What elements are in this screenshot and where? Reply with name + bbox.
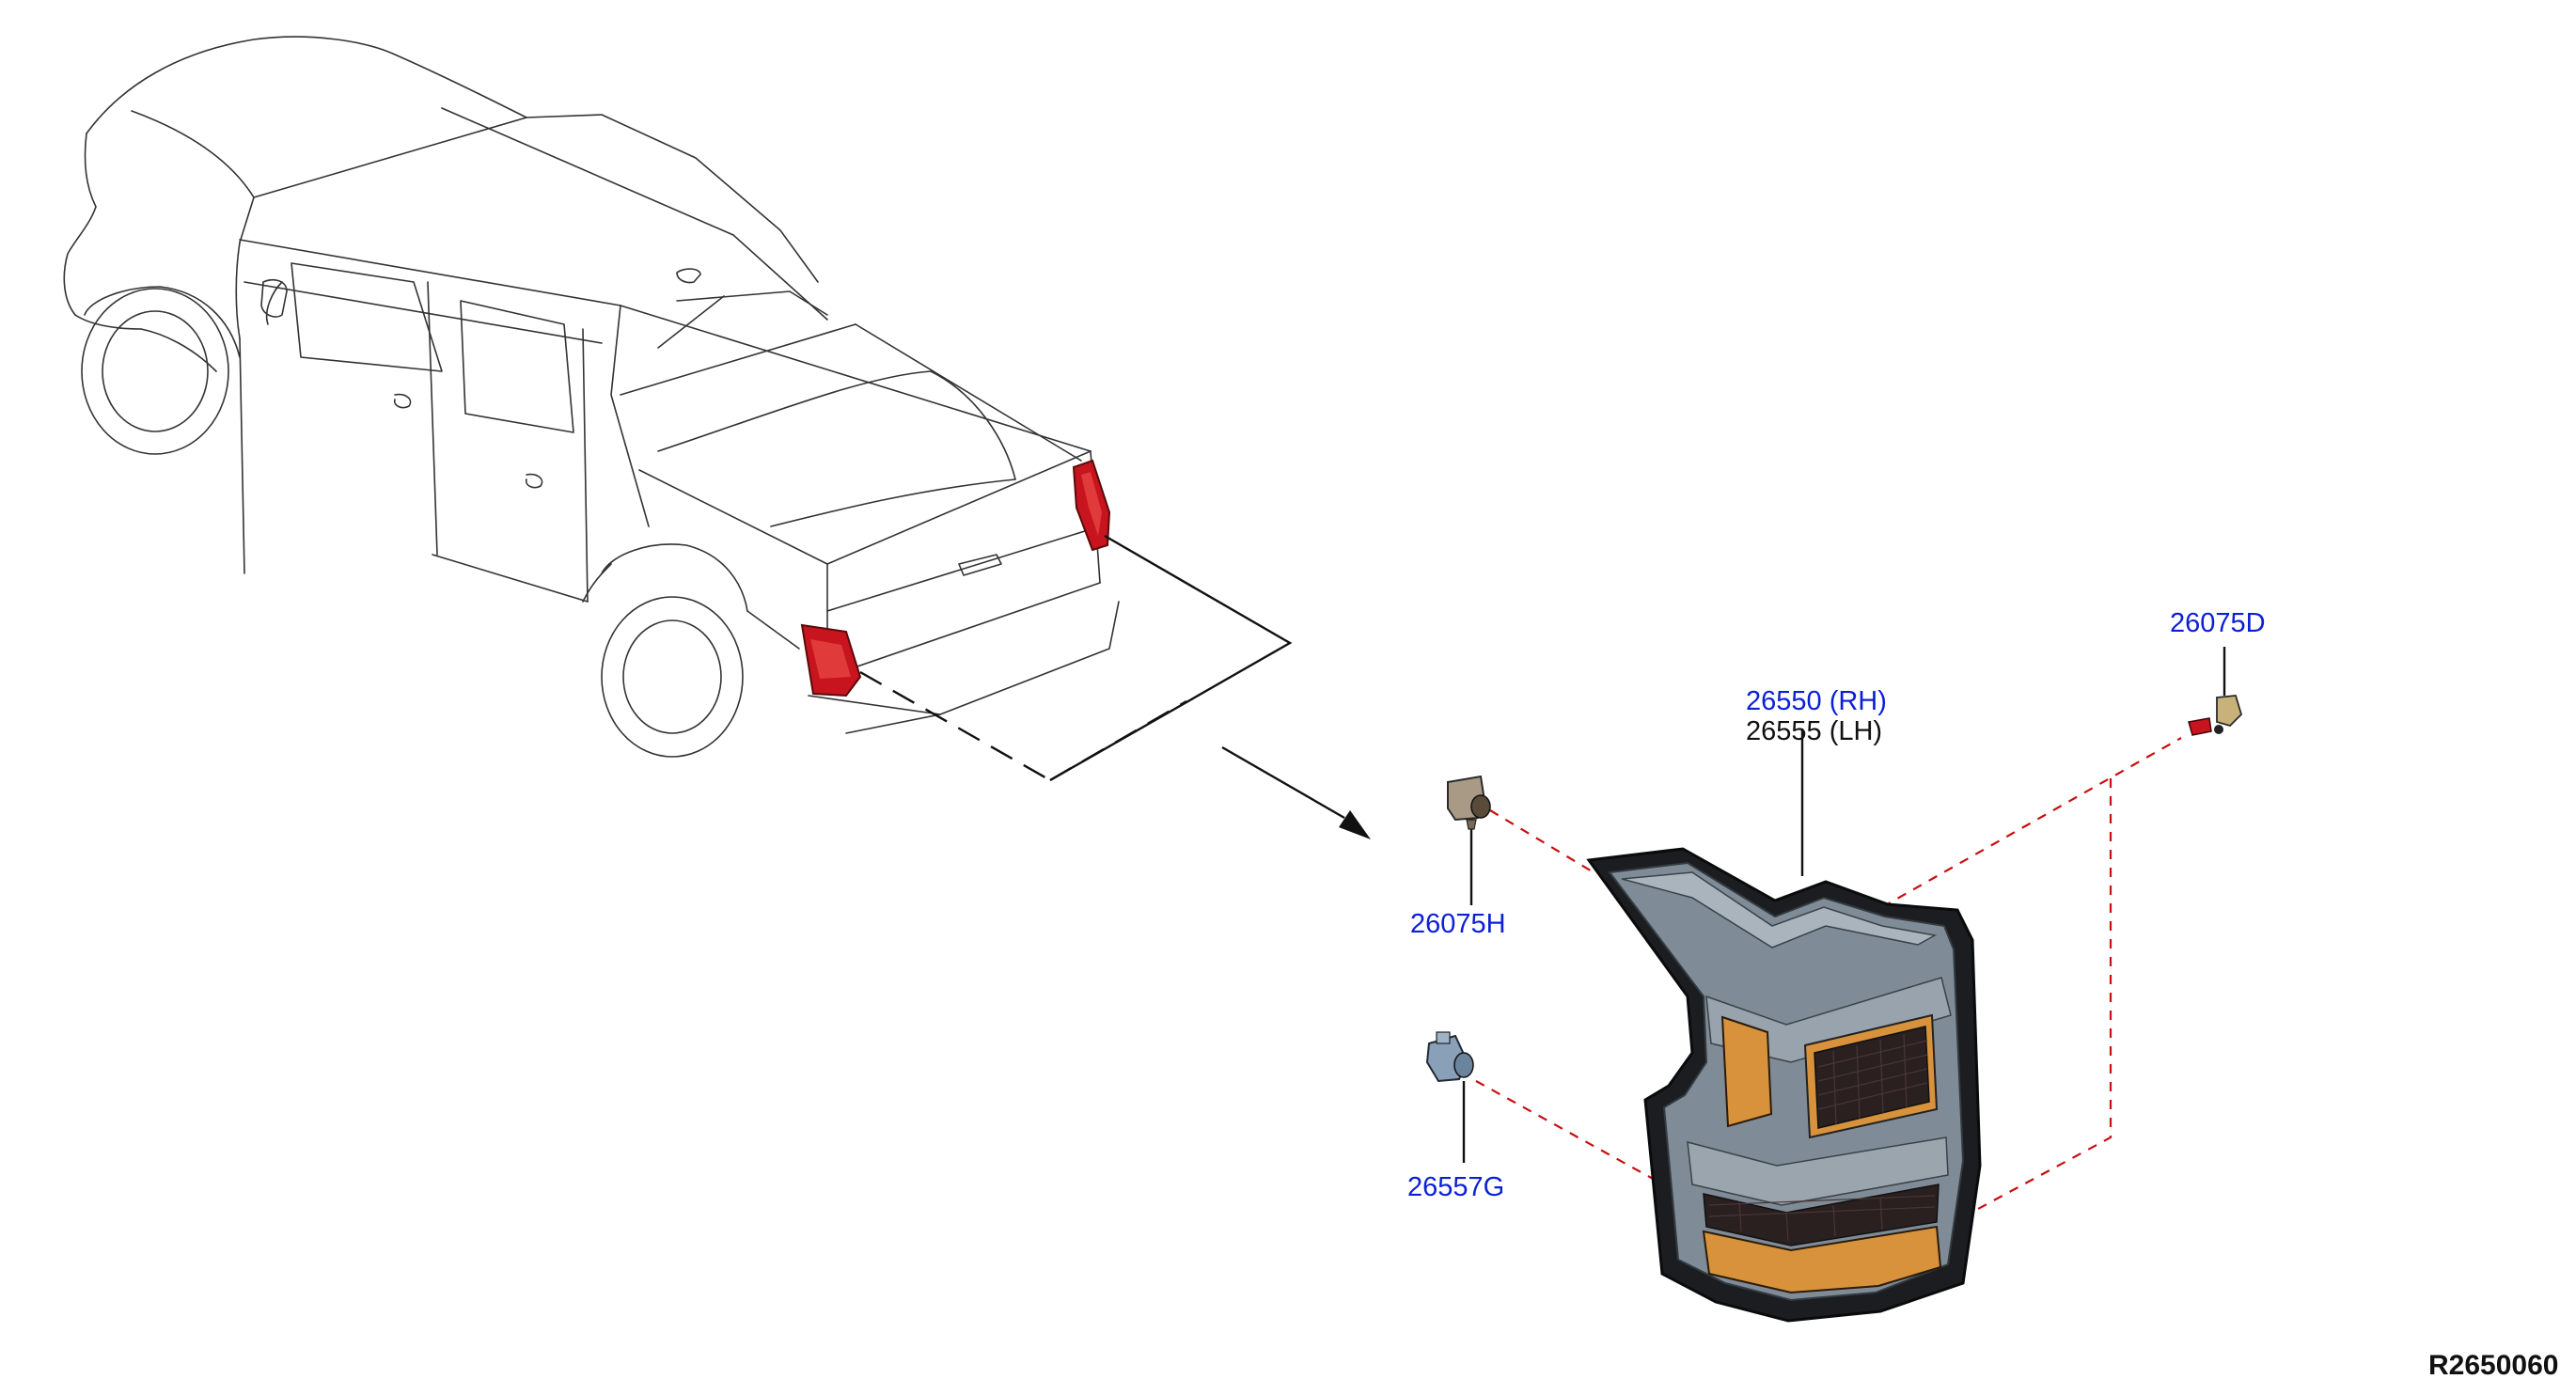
truck-taillamp-lh <box>800 623 862 698</box>
pickup-truck-illustration <box>63 36 1120 758</box>
phantom-lines <box>1475 737 2182 1223</box>
upper-grille-pattern <box>1817 1033 1928 1125</box>
callout-26555-lh[interactable]: 26555 (LH) <box>1746 716 1882 746</box>
callout-26550-rh[interactable]: 26550 (RH) <box>1746 686 1887 716</box>
socket-26557G-part <box>1425 1031 1474 1083</box>
leader-lines <box>859 534 2226 1163</box>
socket-26075H-part <box>1447 775 1491 830</box>
bulb-26075D-part <box>2188 695 2243 736</box>
diagram-reference: R2650060 <box>2428 1350 2558 1381</box>
taillamp-assembly <box>1586 847 1982 1323</box>
callout-26075H[interactable]: 26075H <box>1410 909 1506 939</box>
arrow-head <box>1339 810 1371 839</box>
callout-26557G[interactable]: 26557G <box>1407 1172 1504 1202</box>
truck-taillamp-rh <box>1072 459 1111 552</box>
lower-grille-pattern <box>1708 1195 1936 1242</box>
callout-26075D[interactable]: 26075D <box>2170 608 2266 638</box>
